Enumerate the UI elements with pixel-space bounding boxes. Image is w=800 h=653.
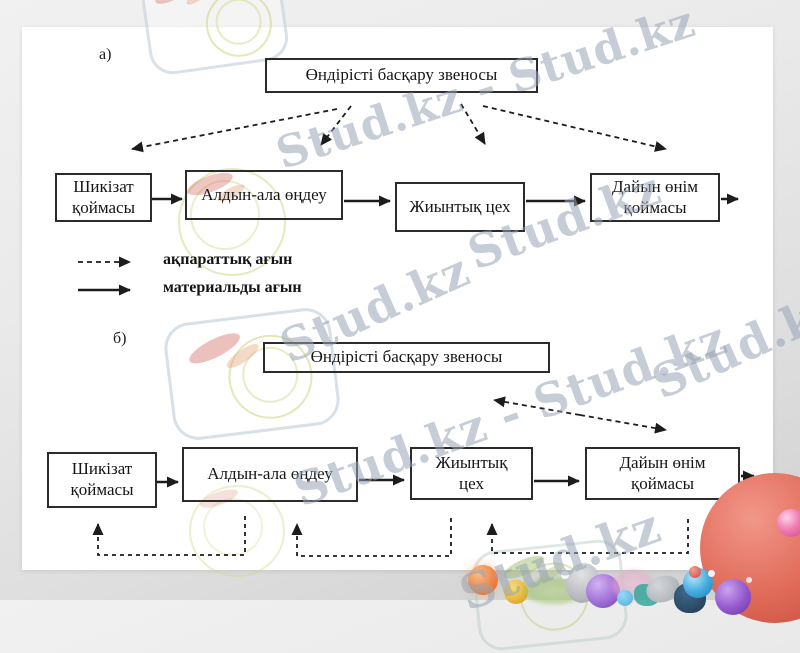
section-b-title-box: Өндірісті басқару звеносы	[263, 342, 550, 373]
box-b-assembly-shop: Жиынтық цех	[410, 447, 533, 500]
box-b-finished-warehouse: Дайын өнім қоймасы	[585, 447, 740, 500]
box-b-preprocessing-label: Алдын-ала өңдеу	[207, 464, 333, 484]
section-b-title: Өндірісті басқару звеносы	[310, 347, 503, 367]
bubble-pink-small	[777, 509, 800, 537]
bubble-white-dot-1	[561, 571, 569, 579]
section-a-title-box: Өндірісті басқару звеносы	[265, 58, 538, 93]
section-a-label: а)	[99, 46, 112, 63]
box-b-assembly-shop-label: Жиынтық цех	[435, 452, 508, 493]
box-a-assembly-shop-label: Жиынтық цех	[409, 196, 511, 216]
bubble-blue-small	[617, 590, 633, 606]
legend-solid-label: материальды ағын	[163, 279, 302, 296]
box-b-finished-warehouse-label: Дайын өнім қоймасы	[619, 452, 706, 493]
box-a-raw-warehouse-label: Шикізат қоймасы	[71, 176, 135, 217]
bubble-red-dot	[689, 566, 701, 578]
section-a-title: Өндірісті басқару звеносы	[305, 65, 498, 85]
section-b-label: б)	[113, 330, 127, 347]
box-b-raw-warehouse: Шикізат қоймасы	[47, 452, 157, 508]
bubble-white-dot-2	[708, 570, 715, 577]
box-b-raw-warehouse-label: Шикізат қоймасы	[70, 459, 134, 499]
box-a-preprocessing-label: Алдын-ала өңдеу	[201, 184, 327, 204]
box-a-assembly-shop: Жиынтық цех	[395, 182, 525, 232]
bubble-purple-corner	[715, 579, 751, 615]
box-b-preprocessing: Алдын-ала өңдеу	[182, 447, 358, 502]
box-a-preprocessing: Алдын-ала өңдеу	[185, 170, 343, 220]
bubble-white-dot-3	[746, 577, 752, 583]
box-a-finished-warehouse: Дайын өнім қоймасы	[590, 173, 720, 222]
bubble-orange	[468, 565, 498, 595]
box-a-finished-warehouse-label: Дайын өнім қоймасы	[611, 176, 699, 217]
legend-dashed-label: ақпараттық ағын	[163, 251, 293, 268]
box-a-raw-warehouse: Шикізат қоймасы	[55, 173, 152, 222]
